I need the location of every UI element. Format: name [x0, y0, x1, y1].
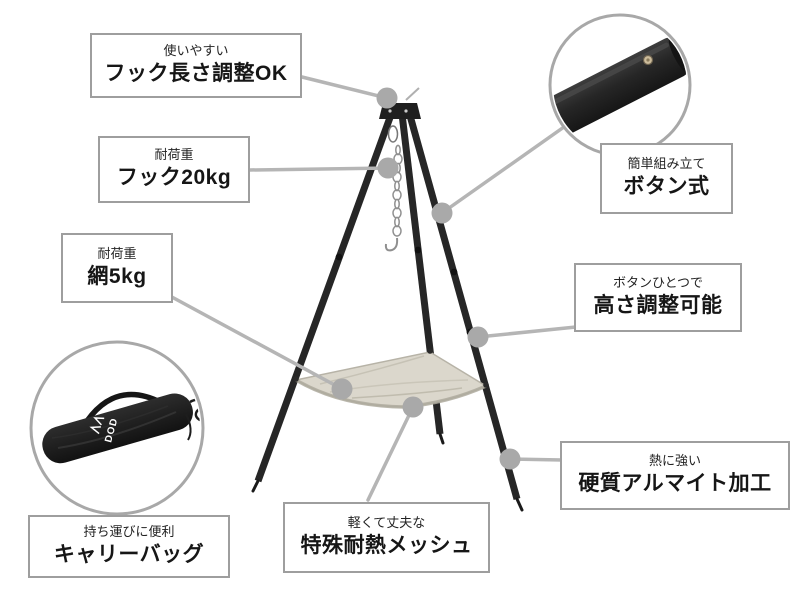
callout-line-height-adjust	[476, 325, 578, 339]
callout-hook-length: 使いやすい フック長さ調整OK	[90, 33, 302, 98]
carry-bag-circle: DOD	[29, 340, 205, 516]
callout-dot-leg-mid	[467, 326, 489, 348]
callout-dot-net	[331, 378, 353, 400]
callout-dot-leg-upper	[431, 202, 453, 224]
callout-line-hook-length	[300, 75, 389, 100]
callout-assembly: 簡単組み立て ボタン式	[600, 143, 733, 214]
hanging-chain	[384, 125, 403, 252]
callout-subtitle: 持ち運びに便利	[83, 524, 175, 540]
callout-title: キャリーバッグ	[53, 543, 205, 567]
callout-lines	[168, 75, 578, 502]
callout-line-mesh	[366, 405, 415, 502]
chain-hook	[384, 237, 399, 252]
callout-dots	[331, 87, 521, 470]
callout-line-hook-load	[248, 166, 390, 172]
callout-dot-chain	[377, 157, 399, 179]
callout-title: 硬質アルマイト加工	[578, 472, 772, 496]
callout-net-load: 耐荷重 網5kg	[61, 233, 173, 303]
callout-mesh: 軽くて丈夫な 特殊耐熱メッシュ	[283, 502, 490, 573]
callout-subtitle: 耐荷重	[154, 147, 194, 163]
callout-title: フック長さ調整OK	[104, 62, 288, 86]
callout-title: 特殊耐熱メッシュ	[300, 534, 473, 558]
callout-subtitle: 簡単組み立て	[627, 156, 706, 172]
callout-title: フック20kg	[116, 166, 232, 190]
callout-dot-apex	[376, 87, 398, 109]
pole-detail-circle	[548, 13, 692, 157]
callout-subtitle: ボタンひとつで	[612, 275, 704, 291]
callout-anodized: 熱に強い 硬質アルマイト加工	[560, 441, 790, 510]
tripod	[251, 87, 524, 512]
callout-carry-bag: 持ち運びに便利 キャリーバッグ	[28, 515, 230, 578]
callout-height-adjust: ボタンひとつで 高さ調整可能	[574, 263, 742, 332]
mesh-clips	[293, 348, 489, 388]
callout-title: 網5kg	[87, 264, 147, 288]
callout-subtitle: 熱に強い	[648, 453, 701, 469]
carry-bag-photo: DOD	[42, 391, 200, 464]
callout-subtitle: 耐荷重	[97, 245, 137, 261]
tripod-leg-spikes	[251, 432, 524, 512]
callout-line-assembly	[440, 125, 566, 215]
callout-hook-load: 耐荷重 フック20kg	[98, 136, 250, 203]
callout-title: 高さ調整可能	[593, 294, 723, 318]
callout-dot-mesh	[402, 396, 424, 418]
callout-title: ボタン式	[623, 175, 710, 199]
callout-subtitle: 使いやすい	[163, 43, 229, 59]
callout-subtitle: 軽くて丈夫な	[347, 515, 426, 531]
callout-line-net-load	[168, 294, 344, 391]
callout-dot-leg-lower	[499, 448, 521, 470]
